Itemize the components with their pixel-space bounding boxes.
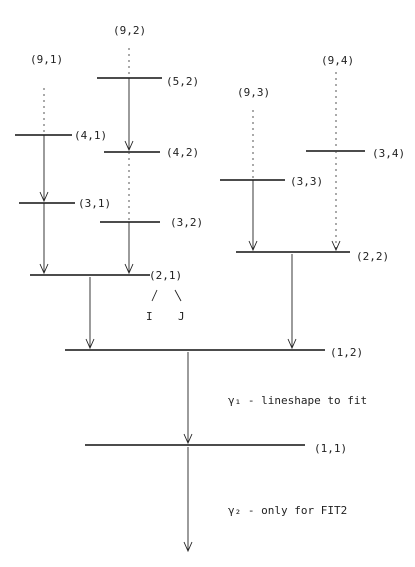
chain-9-1-arrows [39, 88, 49, 275]
branch-j-mark [174, 289, 182, 302]
label-3-1: (3,1) [78, 197, 111, 210]
branch-i-mark [151, 289, 158, 302]
label-9-2: (9,2) [113, 24, 146, 37]
gamma1-note: γ₁ - lineshape to fit [228, 394, 367, 407]
label-3-3: (3,3) [290, 175, 323, 188]
label-1-2: (1,2) [330, 346, 363, 359]
label-2-2: (2,2) [356, 250, 389, 263]
branch-j-label: J [178, 310, 185, 323]
label-1-1: (1,1) [314, 442, 347, 455]
transition-2-1-to-1-2 [85, 277, 95, 350]
label-9-3: (9,3) [237, 86, 270, 99]
transition-1-1-down [183, 447, 193, 553]
transition-1-2-to-1-1 [183, 352, 193, 445]
transition-2-2-to-1-2 [287, 254, 297, 350]
chain-9-4-arrows [331, 72, 341, 252]
label-9-1: (9,1) [30, 53, 63, 66]
chain-9-3-arrows [248, 110, 258, 252]
label-3-4: (3,4) [372, 147, 405, 160]
label-2-1: (2,1) [149, 269, 182, 282]
chain-9-2-arrows [124, 48, 134, 275]
label-5-2: (5,2) [166, 75, 199, 88]
gamma2-note: γ₂ - only for FIT2 [228, 504, 347, 517]
label-4-2: (4,2) [166, 146, 199, 159]
label-9-4: (9,4) [321, 54, 354, 67]
branch-i-label: I [146, 310, 153, 323]
label-4-1: (4,1) [74, 129, 107, 142]
label-3-2: (3,2) [170, 216, 203, 229]
